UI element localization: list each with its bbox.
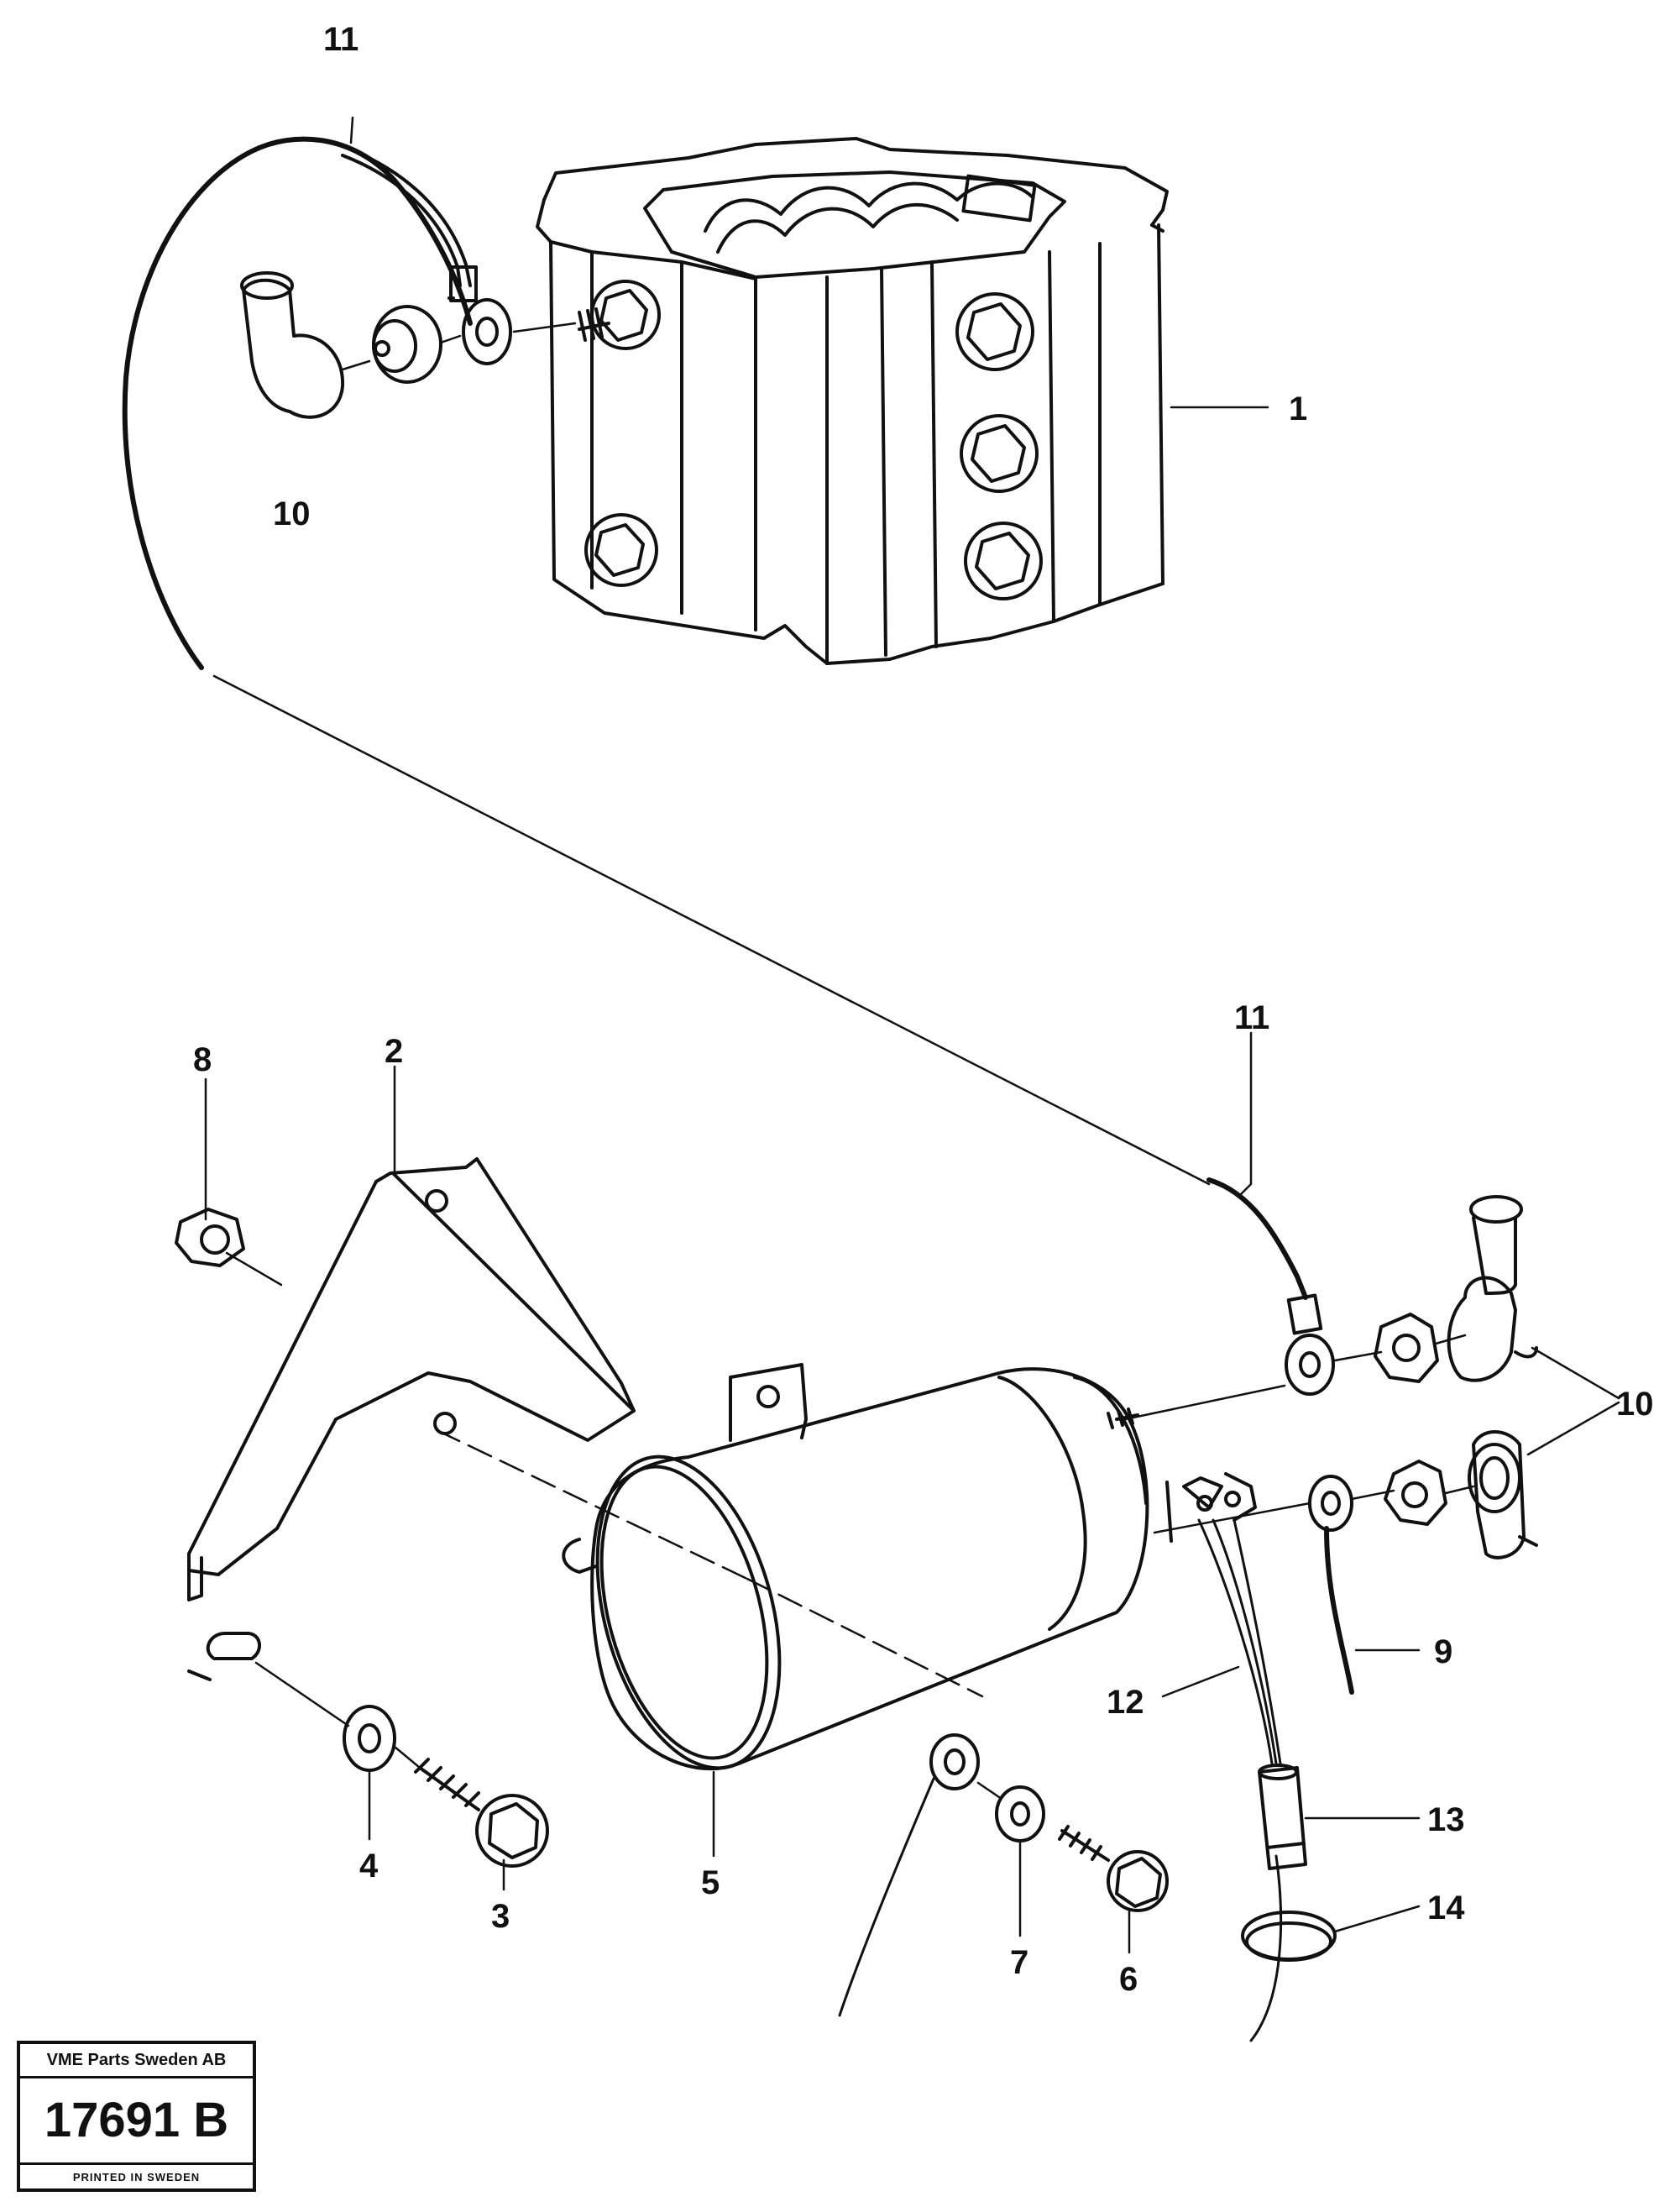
ring-terminal-ground [838,1733,980,2017]
rubber-cap-top [240,271,371,419]
washer-4 [254,1661,396,1772]
leader-lines [204,116,1620,1954]
ring-terminal-top [462,298,577,365]
heater-block [536,137,1169,665]
stamp-company: VME Parts Sweden AB [20,2044,253,2078]
sleeve-13 [1258,1764,1307,1870]
callout-10-top: 10 [273,495,311,532]
nut-lower-right [1350,1460,1475,1526]
callout-12: 12 [1107,1684,1144,1721]
block-bolt [590,280,661,350]
callout-7: 7 [1010,1944,1028,1981]
callout-11-top: 11 [323,21,359,58]
callout-10-bottom: 10 [1616,1386,1654,1423]
bolt-3 [393,1745,549,1868]
stamp-drawing-number: 17691 B [20,2078,253,2165]
stamp-printed-note: PRINTED IN SWEDEN [72,2171,201,2183]
callout-13: 13 [1427,1801,1465,1838]
cable-top [122,136,1211,1186]
block-bolt [955,292,1034,371]
callout-14: 14 [1427,1890,1465,1926]
callout-6: 6 [1119,1961,1138,1998]
rubber-cap-lower-right [1468,1430,1538,1559]
nut-top-right [1374,1313,1467,1383]
bracket [187,1157,636,1681]
callout-1: 1 [1289,391,1307,427]
block-bolt [960,414,1039,493]
sensor-leads [1165,1472,1283,2042]
callout-3: 3 [491,1898,510,1935]
block-bolt [964,522,1043,600]
callout-2: 2 [385,1033,403,1070]
callout-9: 9 [1434,1633,1452,1670]
cylinder-heater [435,1363,1149,1771]
callout-11-bottom: 11 [1234,999,1269,1036]
cable-bottom [1123,1177,1383,1421]
callout-labels: 11 10 1 2 8 11 10 9 12 13 14 4 3 5 7 6 [193,21,1654,1998]
callout-8: 8 [193,1041,212,1078]
bolt-6 [1058,1825,1169,1912]
block-bolt [584,513,658,587]
drawing-stamp: VME Parts Sweden AB 17691 B PRINTED IN S… [17,2041,256,2192]
washer-7 [976,1781,1045,1842]
ring-terminal-right [1153,1475,1354,1695]
callout-5: 5 [701,1864,720,1901]
rubber-cap-top-right [1447,1195,1538,1382]
callout-4: 4 [359,1848,379,1884]
hose-clip-14 [1241,1911,1337,1962]
nut-top [372,305,462,384]
nut-8 [175,1208,283,1287]
